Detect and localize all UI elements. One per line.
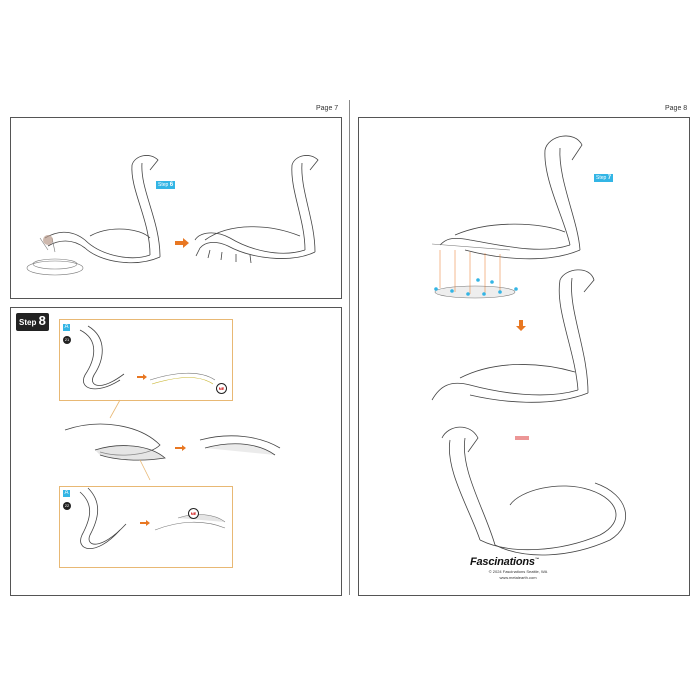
arrow-right-icon xyxy=(175,238,189,248)
step8-upper-part xyxy=(79,325,125,390)
step-7-word: Step xyxy=(596,175,607,181)
step8-middle-result xyxy=(199,435,281,456)
step-7-label: Step 7 xyxy=(594,174,614,182)
step-8-lower-subpanel xyxy=(59,486,233,568)
website-text: www.metalearth.com xyxy=(499,575,537,580)
step-7-number: 7 xyxy=(607,175,612,181)
cobra-step6-piece xyxy=(26,237,84,276)
step-8-lower-part-number: 22 xyxy=(63,502,71,510)
cobra-step6-after xyxy=(194,155,319,264)
arrow-down-icon xyxy=(516,320,526,331)
cobra-step7-result xyxy=(431,269,595,403)
part-marker-icon xyxy=(515,436,529,440)
brand-name: Fascinations xyxy=(470,556,535,568)
step-8-lower-a-tag: A xyxy=(63,490,70,497)
step-6-word: Step xyxy=(158,182,169,188)
cobra-step6-before xyxy=(44,155,161,264)
glue-point-icon xyxy=(43,235,53,245)
cobra-finished xyxy=(441,426,626,556)
step7-guide-lines xyxy=(439,250,501,294)
step-7-panel xyxy=(358,117,690,596)
brand-logo: Fascinations™ xyxy=(470,556,539,568)
step-8-upper-a-tag: A xyxy=(63,324,70,331)
step-8-upper-part-number: 21 xyxy=(63,336,71,344)
page-8-label: Page 8 xyxy=(665,105,688,112)
copyright-text: © 2024 Fascinations Seattle, WA xyxy=(488,569,548,574)
step-6-label: Step 6 xyxy=(156,181,176,189)
step7-tab-dots xyxy=(434,278,518,296)
step8-lower-part xyxy=(79,487,127,549)
cobra-step7-top xyxy=(439,135,583,260)
step-8-lower-ne-marker: NE xyxy=(188,508,199,519)
page-7-label: Page 7 xyxy=(316,105,339,112)
step-6-number: 6 xyxy=(169,182,174,188)
step8-upper-result xyxy=(149,372,216,385)
step-8-number: 8 xyxy=(38,313,46,328)
page-divider xyxy=(349,100,350,595)
step-8-word: Step xyxy=(19,318,37,327)
step8-middle-assembly xyxy=(64,423,166,461)
step-8-upper-ne-marker: NE xyxy=(216,383,227,394)
step-8-label: Step 8 xyxy=(16,313,49,331)
